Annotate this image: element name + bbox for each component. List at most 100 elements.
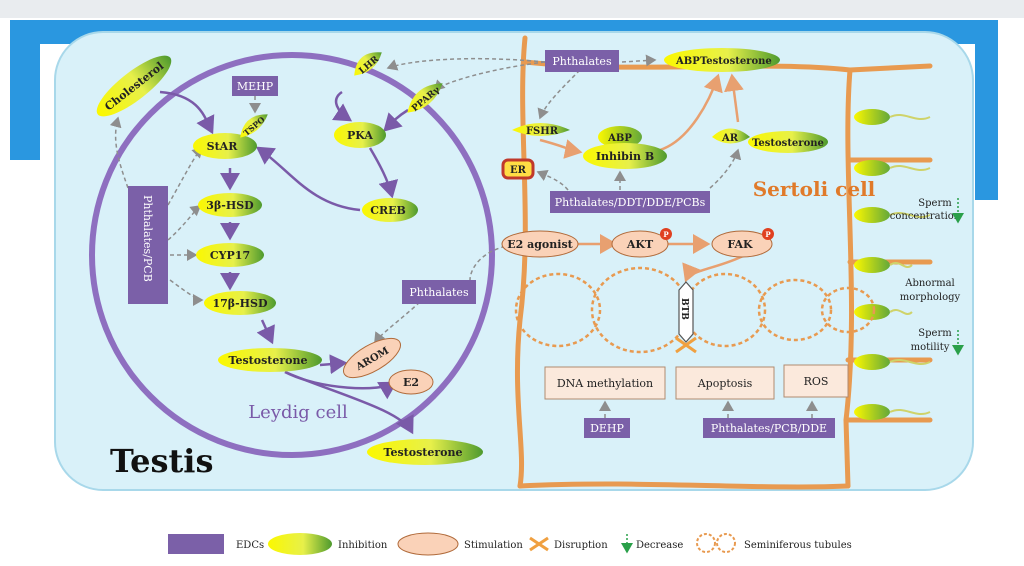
svg-text:motility: motility bbox=[911, 342, 950, 353]
apoptosis-box: Apoptosis bbox=[675, 366, 775, 400]
arom-node: AROM bbox=[343, 337, 401, 379]
legend-disruption: Disruption bbox=[529, 536, 608, 552]
pka-node: PKA bbox=[334, 122, 386, 148]
testosterone-node: Testosterone bbox=[218, 348, 322, 372]
svg-text:DEHP: DEHP bbox=[590, 422, 624, 435]
svg-text:AKT: AKT bbox=[626, 238, 654, 251]
ar-testosterone-node: AR Testosterone bbox=[712, 128, 828, 153]
svg-text:AR: AR bbox=[721, 133, 739, 144]
fshr-node: FSHR bbox=[512, 123, 570, 137]
svg-text:BTB: BTB bbox=[679, 298, 689, 320]
svg-text:StAR: StAR bbox=[207, 140, 239, 153]
legend-edcs: EDCs bbox=[168, 534, 264, 554]
testis-panel bbox=[54, 31, 974, 491]
legend-decrease: Decrease bbox=[621, 534, 683, 554]
leydig-arrows bbox=[109, 57, 546, 435]
sperm-cell bbox=[854, 160, 931, 176]
cyp17-node: CYP17 bbox=[196, 243, 264, 267]
creb-node: CREB bbox=[362, 198, 418, 222]
svg-text:ABP: ABP bbox=[675, 56, 700, 67]
svg-text:P: P bbox=[663, 230, 669, 239]
svg-text:Decrease: Decrease bbox=[636, 540, 683, 551]
abp-testosterone-node: ABP Testosterone bbox=[664, 48, 780, 72]
svg-text:CREB: CREB bbox=[370, 204, 406, 217]
svg-text:Stimulation: Stimulation bbox=[464, 540, 523, 551]
star-node: StAR bbox=[193, 133, 257, 159]
sperm-cell bbox=[854, 257, 913, 273]
legend-inhibition: Inhibition bbox=[268, 533, 388, 555]
legend-stimulation: Stimulation bbox=[397, 532, 523, 556]
slide-top-strip bbox=[0, 0, 1024, 18]
svg-text:3β-HSD: 3β-HSD bbox=[206, 199, 254, 212]
svg-text:Disruption: Disruption bbox=[554, 540, 608, 551]
svg-text:ABP: ABP bbox=[607, 133, 632, 144]
svg-text:Phthalates/DDT/DDE/PCBs: Phthalates/DDT/DDE/PCBs bbox=[555, 196, 706, 209]
svg-text:Phthalates/PCB: Phthalates/PCB bbox=[141, 195, 154, 282]
svg-text:Phthalates/PCB/DDE: Phthalates/PCB/DDE bbox=[711, 422, 827, 435]
sperm-cells bbox=[854, 109, 931, 420]
svg-text:Apoptosis: Apoptosis bbox=[697, 377, 753, 390]
svg-text:Inhibition: Inhibition bbox=[338, 540, 388, 551]
svg-text:morphology: morphology bbox=[900, 292, 961, 303]
edc-ppd-box: Phthalates/PCB/DDE bbox=[703, 418, 835, 438]
testis-title: Testis bbox=[110, 442, 213, 480]
leydig-cell-border bbox=[89, 52, 495, 458]
svg-text:Inhibin B: Inhibin B bbox=[596, 150, 654, 163]
fak-node: FAK P bbox=[711, 228, 774, 258]
svg-text:Phthalates: Phthalates bbox=[552, 55, 612, 68]
e2-agonist-node: E2 agonist bbox=[501, 230, 579, 258]
svg-text:PKA: PKA bbox=[347, 129, 373, 142]
svg-text:FAK: FAK bbox=[727, 238, 753, 251]
svg-text:P: P bbox=[765, 230, 771, 239]
dehp-box: DEHP bbox=[584, 418, 630, 438]
svg-text:concentration: concentration bbox=[890, 211, 961, 222]
testosterone-out-node: Testosterone bbox=[367, 439, 483, 465]
sperm-concentration-label: Sperm concentration bbox=[890, 198, 964, 224]
svg-text:DNA methylation: DNA methylation bbox=[557, 377, 653, 390]
sperm-cell bbox=[854, 404, 931, 420]
sperm-cell bbox=[854, 207, 931, 223]
svg-text:Sperm: Sperm bbox=[918, 198, 952, 209]
svg-text:FSHR: FSHR bbox=[526, 126, 559, 137]
svg-text:ER: ER bbox=[510, 165, 527, 176]
abnormal-morphology-label: Abnormal morphology bbox=[900, 278, 961, 303]
edc-phthalates-box: Phthalates bbox=[402, 280, 476, 304]
svg-text:Testosterone: Testosterone bbox=[384, 446, 463, 459]
leydig-cell-label: Leydig cell bbox=[248, 402, 348, 423]
svg-text:ROS: ROS bbox=[804, 375, 829, 388]
svg-text:Seminiferous tubules: Seminiferous tubules bbox=[744, 540, 852, 551]
ros-box: ROS bbox=[783, 364, 849, 398]
svg-text:E2: E2 bbox=[403, 376, 419, 389]
svg-text:Abnormal: Abnormal bbox=[904, 278, 955, 289]
dna-methylation-box: DNA methylation bbox=[544, 366, 666, 400]
sertoli-cell-label: Sertoli cell bbox=[753, 177, 876, 201]
edc-mix-box: Phthalates/DDT/DDE/PCBs bbox=[550, 191, 710, 213]
svg-text:CYP17: CYP17 bbox=[210, 249, 250, 262]
svg-text:Sperm: Sperm bbox=[918, 328, 952, 339]
abp-inhibin-node: ABP Inhibin B bbox=[583, 126, 667, 169]
svg-text:Testosterone: Testosterone bbox=[229, 354, 308, 367]
sperm-cell bbox=[854, 354, 931, 370]
svg-text:MEHP: MEHP bbox=[237, 80, 274, 93]
akt-node: AKT P bbox=[611, 228, 672, 258]
mehp-box: MEHP bbox=[232, 76, 278, 96]
sperm-cell bbox=[854, 304, 913, 320]
sertoli-arrows bbox=[536, 54, 818, 418]
svg-text:Testosterone: Testosterone bbox=[752, 138, 824, 149]
svg-text:Phthalates: Phthalates bbox=[409, 286, 469, 299]
phthalates-top-box: Phthalates bbox=[545, 50, 619, 72]
hsd17b-node: 17β-HSD bbox=[204, 291, 276, 315]
legend: EDCs Inhibition Stimulation Disruption D… bbox=[168, 532, 852, 556]
svg-text:Testosterone: Testosterone bbox=[700, 56, 772, 67]
btb-barrier: BTB bbox=[675, 281, 697, 354]
svg-text:E2 agonist: E2 agonist bbox=[507, 238, 573, 251]
sperm-motility-label: Sperm motility bbox=[911, 328, 964, 356]
er-receptor: ER bbox=[501, 158, 535, 180]
sperm-cell bbox=[854, 109, 931, 125]
svg-text:EDCs: EDCs bbox=[236, 540, 264, 551]
hsd3b-node: 3β-HSD bbox=[198, 193, 262, 217]
svg-text:17β-HSD: 17β-HSD bbox=[212, 297, 268, 310]
legend-seminiferous-tubules: Seminiferous tubules bbox=[696, 533, 852, 553]
e2-node: E2 bbox=[388, 369, 434, 395]
